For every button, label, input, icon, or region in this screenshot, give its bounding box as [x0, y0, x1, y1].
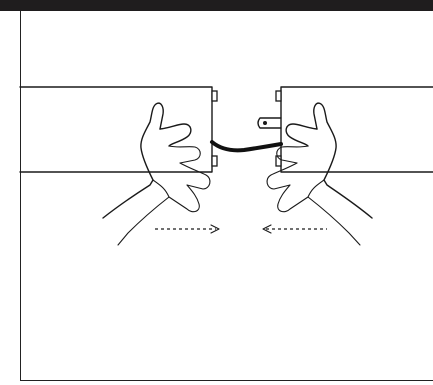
arrow-right-icon: [155, 224, 220, 234]
right-unit: [257, 86, 433, 173]
left-unit-latch-bottom: [211, 155, 218, 167]
left-hand: [102, 102, 211, 246]
header-bar: [0, 0, 433, 11]
right-unit-latch-top: [275, 90, 282, 102]
connecting-cable: [210, 140, 283, 153]
left-unit-latch-top: [211, 90, 218, 102]
arrow-left-icon: [262, 224, 327, 234]
figure-frame: [20, 11, 433, 381]
connector-tab: [257, 117, 282, 129]
left-unit: [19, 86, 218, 173]
right-unit-latch-bottom: [275, 155, 282, 167]
right-hand: [266, 102, 373, 246]
